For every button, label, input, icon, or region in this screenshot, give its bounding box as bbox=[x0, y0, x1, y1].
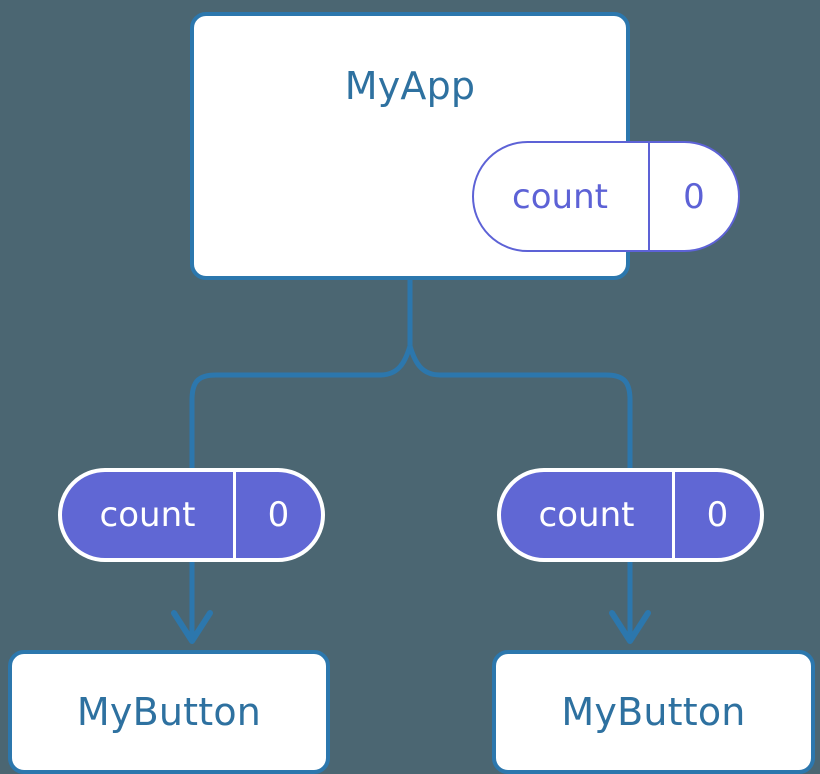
state-pill-root-value: 0 bbox=[683, 176, 705, 217]
component-card-root: MyApp count 0 bbox=[190, 12, 740, 280]
state-pill-root-key: count bbox=[474, 143, 650, 250]
child-right-component-label: MyButton bbox=[561, 690, 746, 734]
state-pill-child-right: count 0 bbox=[497, 468, 764, 562]
root-component-label: MyApp bbox=[344, 64, 476, 108]
state-pill-root: count 0 bbox=[472, 141, 740, 252]
state-pill-child-left-value: 0 bbox=[267, 495, 290, 535]
component-card-child-right: MyButton bbox=[492, 650, 815, 774]
state-pill-child-left-key: count bbox=[62, 472, 236, 558]
child-left-component-label: MyButton bbox=[76, 690, 262, 734]
state-pill-child-left: count 0 bbox=[58, 468, 325, 562]
branch-right-rail bbox=[407, 345, 633, 468]
branch-left-rail bbox=[189, 345, 413, 468]
state-pill-child-right-key: count bbox=[501, 472, 675, 558]
state-pill-child-right-value: 0 bbox=[706, 495, 729, 535]
component-card-child-left: MyButton bbox=[8, 650, 330, 774]
arrow-left-head bbox=[171, 610, 213, 644]
arrow-right-head bbox=[609, 610, 651, 644]
